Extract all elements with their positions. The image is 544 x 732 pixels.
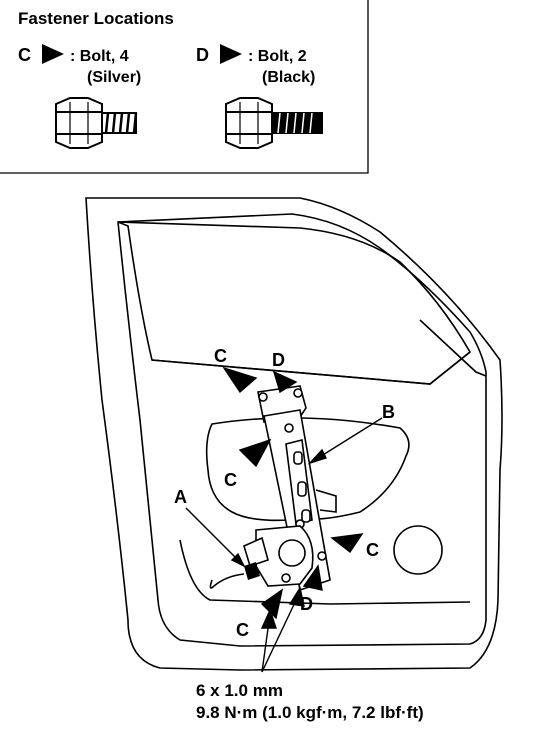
bolt-hole bbox=[293, 388, 303, 398]
bolt-hole bbox=[258, 392, 268, 402]
legend-title: Fastener Locations bbox=[18, 9, 174, 28]
fastener-c-callout: C bbox=[18, 45, 31, 65]
rail-clip bbox=[315, 489, 337, 513]
callout-labels: A B C D C C D C bbox=[174, 346, 395, 640]
bolt-size: 6 x 1.0 mm bbox=[196, 681, 283, 700]
window-regulator bbox=[243, 385, 337, 592]
window-opening bbox=[117, 221, 472, 385]
fastener-c-entry: C : Bolt, 4 (Silver) bbox=[18, 44, 141, 149]
mirror-mount-line bbox=[419, 319, 487, 377]
rail-hole bbox=[297, 481, 307, 497]
torque-spec: 6 x 1.0 mm 9.8 N·m (1.0 kgf·m, 7.2 lbf·f… bbox=[196, 681, 424, 722]
fastener-d-callout: D bbox=[196, 45, 209, 65]
label-c-top: C bbox=[214, 346, 227, 366]
motor-connector bbox=[209, 562, 260, 589]
connector-icon bbox=[244, 562, 260, 580]
speaker-hole bbox=[393, 525, 443, 575]
connector-wire bbox=[209, 573, 245, 589]
door-inner-bottom bbox=[179, 539, 471, 605]
callout-arrow-icon bbox=[330, 533, 364, 554]
label-d-bottom: D bbox=[300, 594, 313, 614]
bolt-hole bbox=[281, 573, 291, 583]
callout-arrow-icon bbox=[302, 564, 323, 591]
door-outer-edge bbox=[85, 197, 503, 671]
door-panel bbox=[85, 197, 503, 671]
label-a: A bbox=[174, 487, 187, 507]
legend-border bbox=[0, 0, 369, 174]
label-c-right: C bbox=[366, 540, 379, 560]
callout-arrow-icon bbox=[220, 44, 242, 64]
window-sill-line bbox=[151, 351, 471, 385]
rail-hole bbox=[293, 451, 303, 465]
bolt-icon bbox=[55, 97, 138, 149]
rail-hole bbox=[301, 509, 311, 523]
fastener-d-finish: (Black) bbox=[262, 69, 315, 86]
torque-value: 9.8 N·m (1.0 kgf·m, 7.2 lbf·ft) bbox=[196, 703, 424, 722]
callout-arrow-icon bbox=[272, 370, 298, 394]
callout-arrow-icon bbox=[238, 438, 272, 468]
fastener-c-desc: : Bolt, 4 bbox=[70, 48, 129, 65]
callout-leaders bbox=[185, 366, 383, 673]
label-d-top: D bbox=[272, 350, 285, 370]
bolt-hole bbox=[317, 551, 327, 561]
access-hole bbox=[205, 417, 410, 522]
label-c-bottom: C bbox=[236, 620, 249, 640]
motor-housing bbox=[243, 536, 269, 568]
motor-gear bbox=[278, 539, 306, 567]
bolt-hole bbox=[284, 423, 294, 433]
fastener-c-finish: (Silver) bbox=[87, 69, 141, 86]
callout-arrow-icon bbox=[42, 44, 64, 64]
fastener-d-entry: D : Bolt, 2 (Black) bbox=[196, 44, 323, 149]
label-b: B bbox=[382, 402, 395, 422]
fastener-d-desc: : Bolt, 2 bbox=[248, 48, 307, 65]
fastener-legend: Fastener Locations C : Bolt, 4 (Silver) … bbox=[0, 0, 369, 174]
bolt-icon bbox=[225, 97, 323, 149]
callout-arrow-icon bbox=[222, 366, 258, 394]
label-c-middle: C bbox=[224, 470, 237, 490]
